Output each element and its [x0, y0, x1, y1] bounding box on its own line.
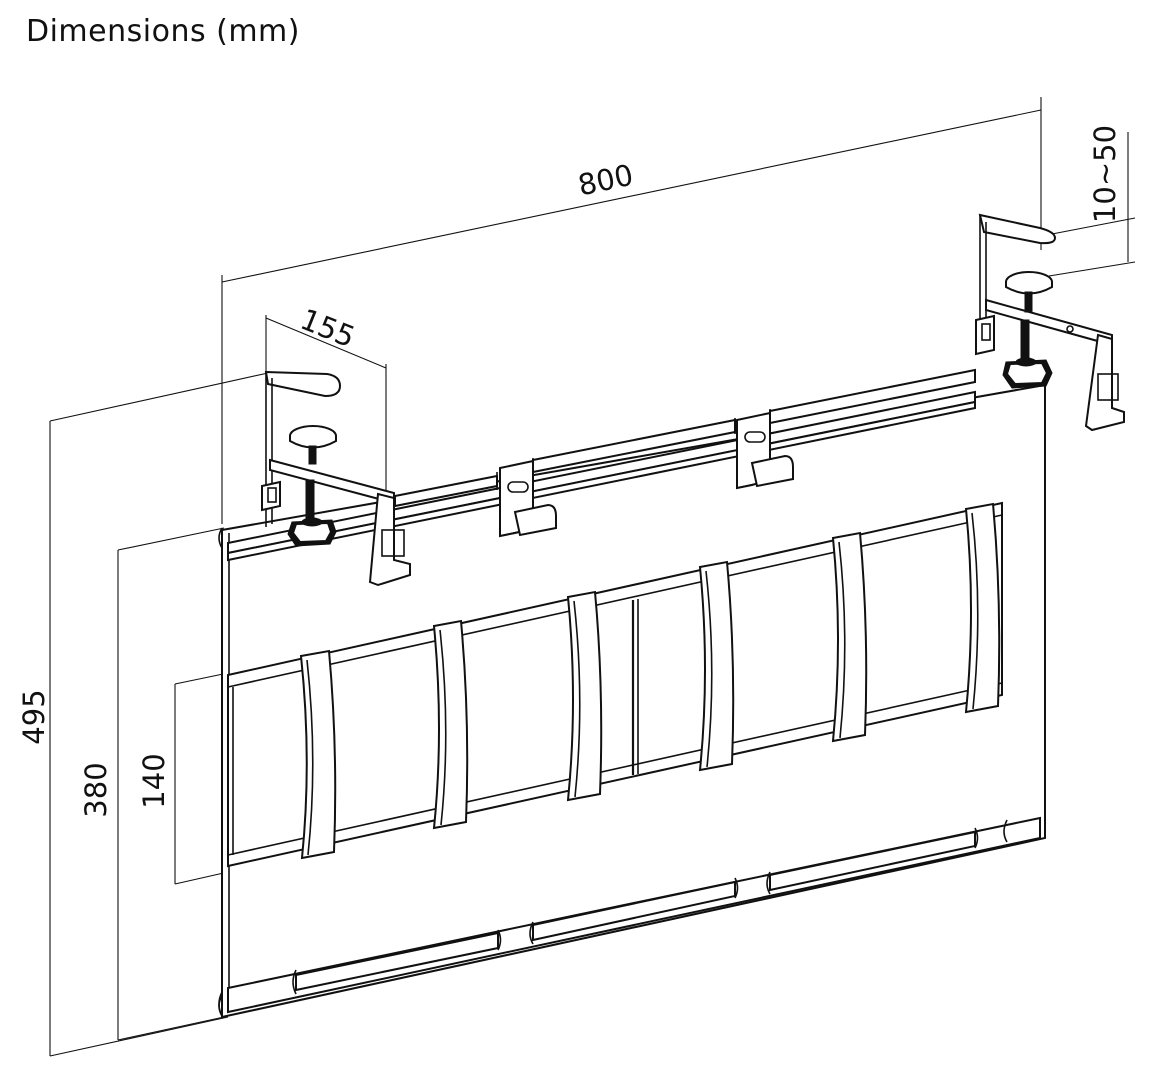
vertical-straps — [299, 502, 1001, 860]
center-hook-left — [499, 459, 557, 538]
center-hook-right — [736, 411, 794, 490]
dimension-140-label: 140 — [137, 753, 171, 808]
strap-panel — [227, 501, 1003, 868]
dimension-lines — [49, 97, 1136, 1057]
right-clamp — [975, 213, 1125, 432]
page-title: Dimensions (mm) — [26, 14, 300, 49]
top-rail — [227, 368, 976, 562]
dimension-380-label: 380 — [79, 762, 113, 817]
bottom-rail — [218, 816, 1041, 1017]
dimension-495-label: 495 — [17, 689, 51, 744]
dimension-155-label: 155 — [296, 302, 360, 354]
dimension-10-50-label: 10~50 — [1088, 125, 1122, 223]
dimension-800-label: 800 — [575, 158, 636, 203]
left-clamp — [261, 370, 411, 587]
